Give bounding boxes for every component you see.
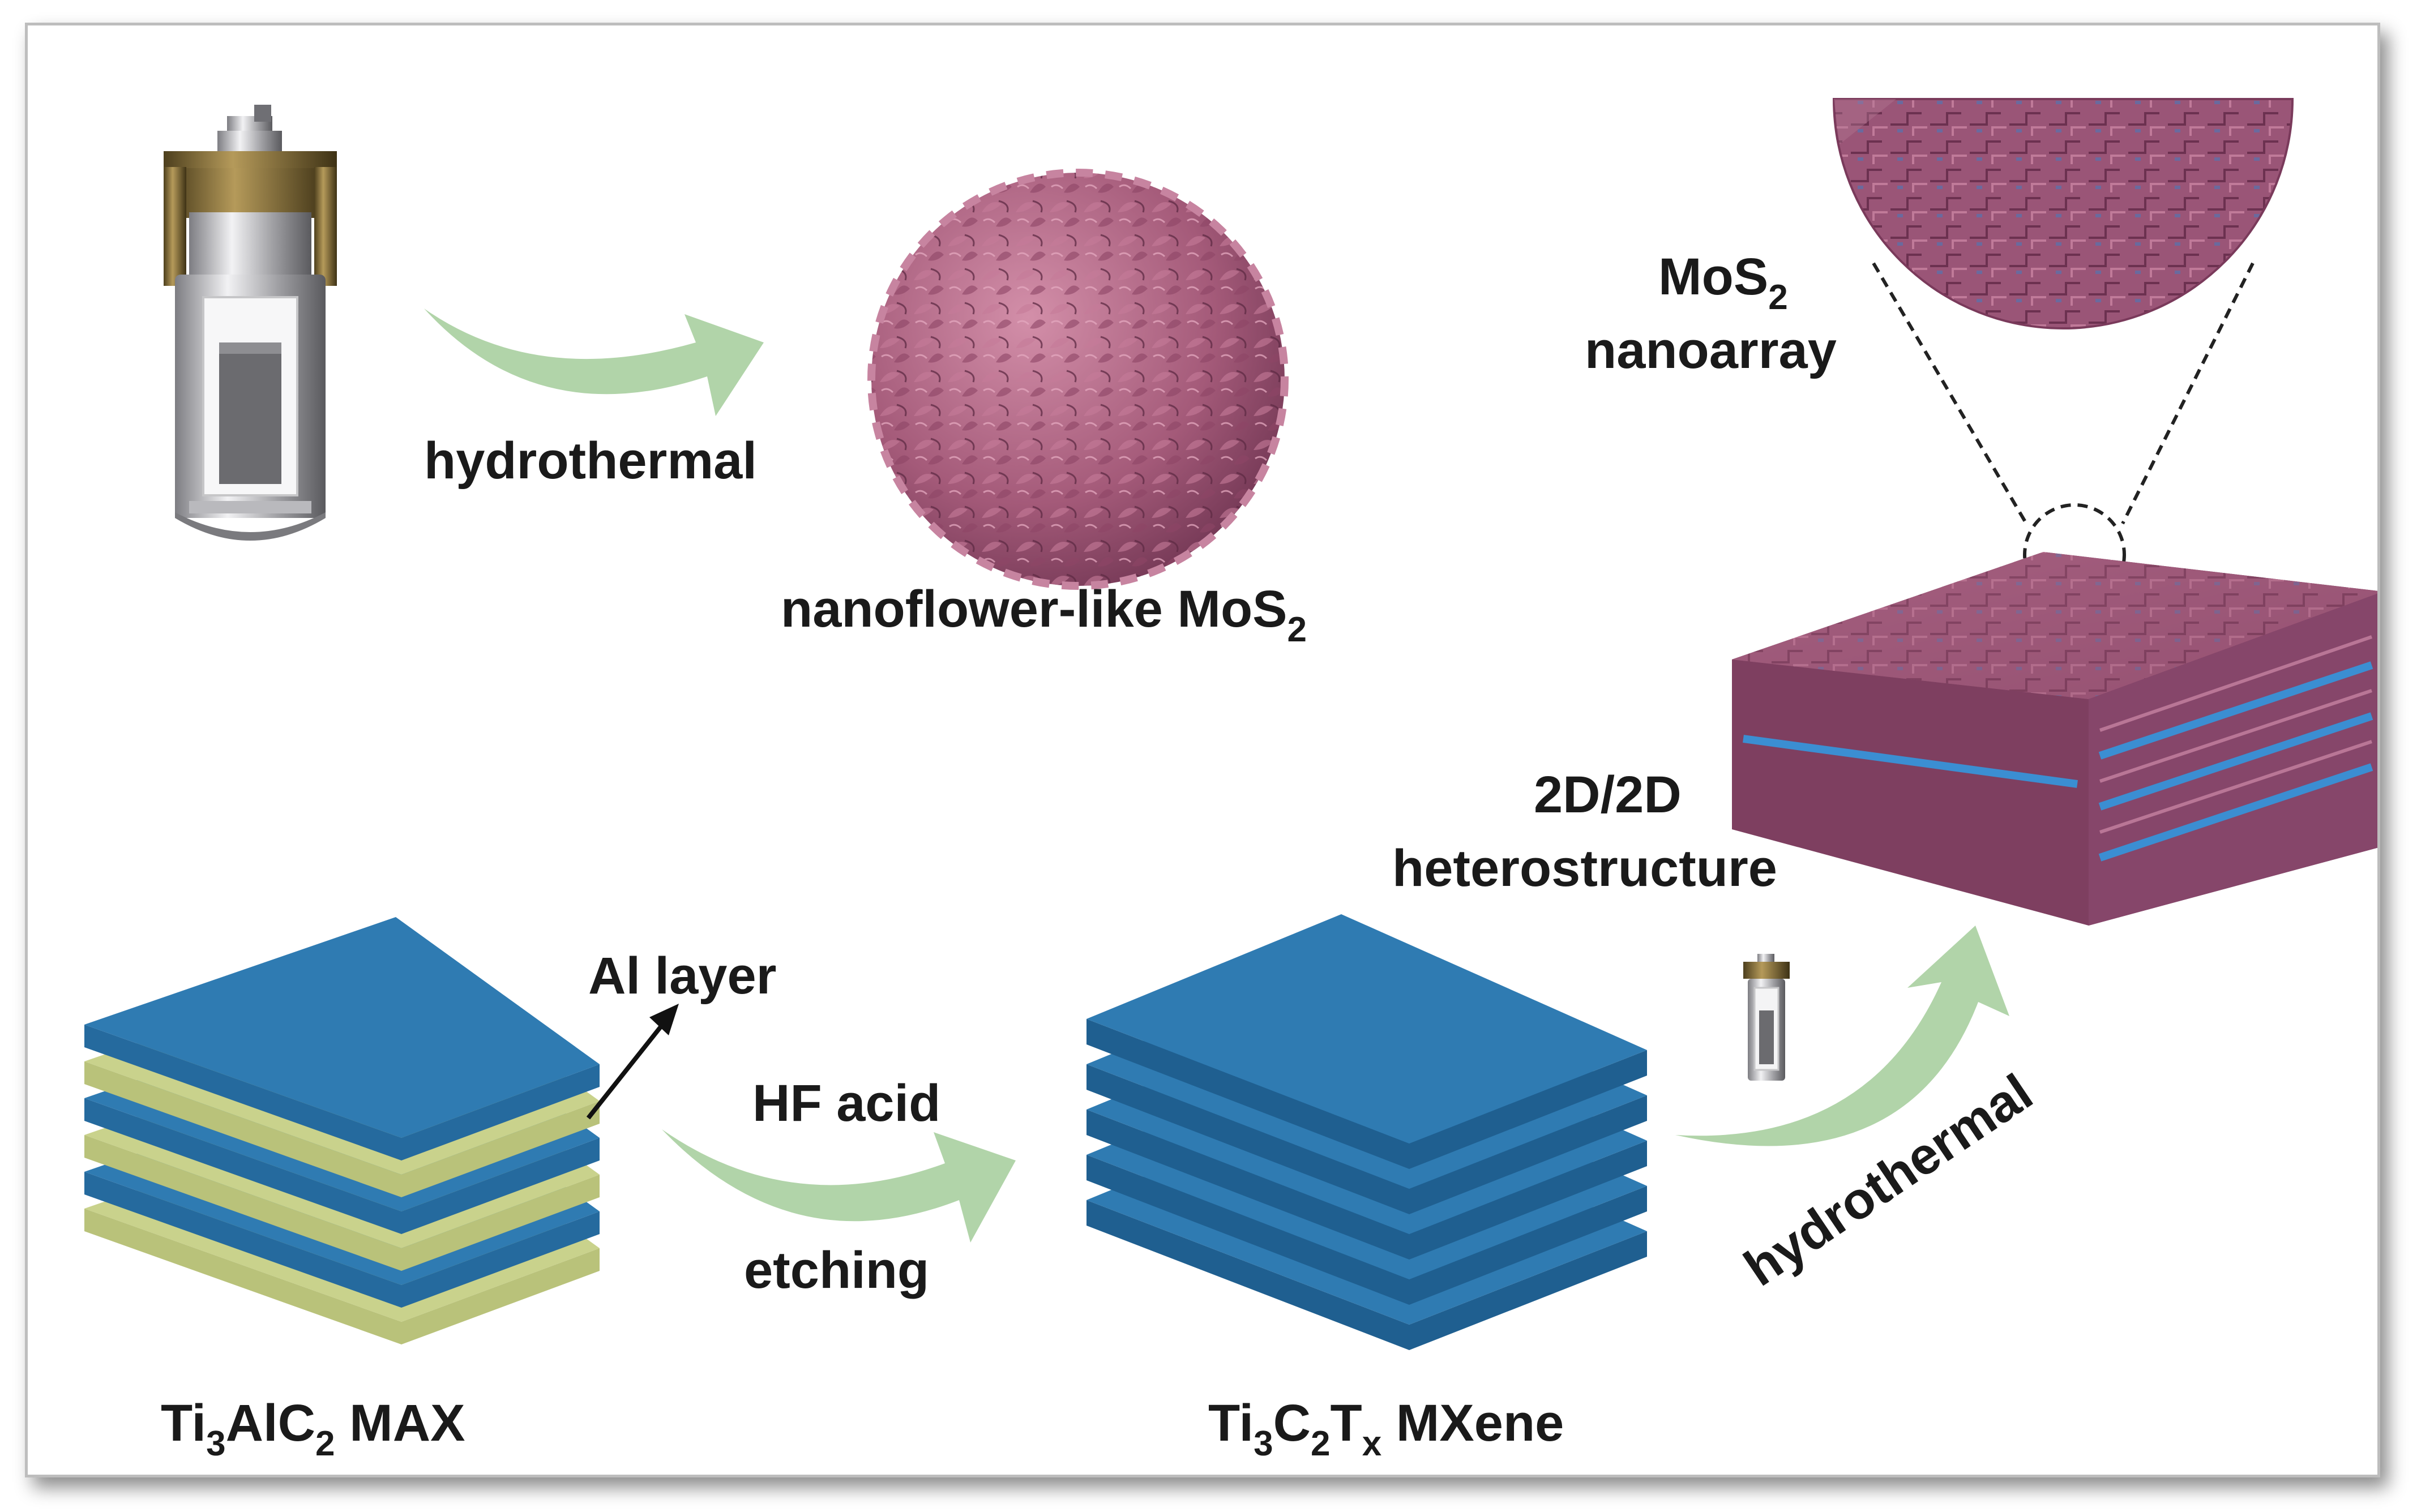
nanoarray-label-line2: nanoarray	[1585, 322, 1837, 379]
nanoflower-label: nanoflower-like MoS2	[781, 580, 1307, 649]
heterostructure-label-line1: 2D/2D	[1534, 766, 1682, 824]
heterostructure-block	[1732, 552, 2377, 926]
max-layer-stack	[84, 917, 679, 1344]
etching-label: etching	[744, 1241, 929, 1299]
max-label: Ti3AlC2 MAX	[161, 1394, 465, 1463]
al-layer-label: Al layer	[588, 947, 776, 1005]
autoclave-icon	[164, 105, 337, 541]
nanoarray-label-line1: MoS2	[1658, 248, 1788, 317]
mxene-layer-stack	[1086, 914, 1647, 1350]
etching-arrow	[662, 1129, 1016, 1243]
hydrothermal-arrow-bottom	[1675, 926, 2009, 1146]
nanoflower-sphere	[867, 169, 1289, 590]
process-diagram: hydrothermal nanoflower-like MoS2 MoS2 n…	[84, 98, 2377, 1463]
hf-acid-label: HF acid	[752, 1074, 940, 1132]
small-autoclave-icon	[1743, 954, 1790, 1081]
hydrothermal-label-top: hydrothermal	[424, 432, 757, 490]
figure-frame: hydrothermal nanoflower-like MoS2 MoS2 n…	[25, 23, 2380, 1477]
mxene-label: Ti3C2Tx MXene	[1208, 1394, 1564, 1463]
mos2-nanoarray-zoom	[1832, 98, 2294, 606]
heterostructure-label-line2: heterostructure	[1392, 839, 1777, 897]
hydrothermal-arrow-top	[424, 309, 764, 416]
